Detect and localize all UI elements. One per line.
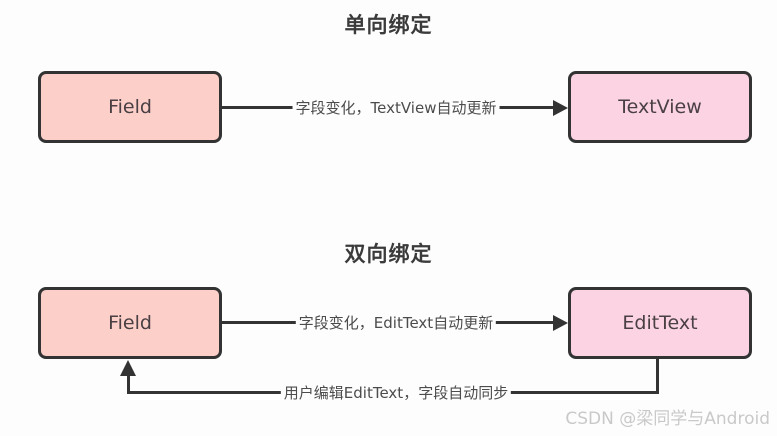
backward-connector-line-up [127, 374, 130, 393]
edittext-box: EditText [568, 287, 752, 359]
arrowhead-right-icon-one-way [553, 100, 568, 116]
one-way-binding-title: 单向绑定 [344, 13, 433, 37]
field-box-one-way-label: Field [108, 96, 152, 118]
field-box-one-way: Field [38, 71, 222, 143]
textview-box: TextView [568, 71, 752, 143]
two-way-binding-title: 双向绑定 [344, 242, 433, 266]
forward-arrow-label-one-way: 字段变化，TextView自动更新 [292, 98, 500, 118]
forward-arrow-label-two-way: 字段变化，EditText自动更新 [295, 313, 497, 333]
field-box-two-way: Field [38, 287, 222, 359]
arrowhead-up-icon [120, 360, 136, 376]
watermark: CSDN @梁同学与Android [565, 409, 770, 429]
edittext-box-label: EditText [622, 312, 698, 334]
textview-box-label: TextView [618, 96, 702, 118]
arrowhead-right-icon-two-way [553, 315, 568, 331]
backward-arrow-label: 用户编辑EditText，字段自动同步 [280, 383, 512, 403]
backward-connector-line-down [656, 357, 659, 393]
field-box-two-way-label: Field [108, 312, 152, 334]
